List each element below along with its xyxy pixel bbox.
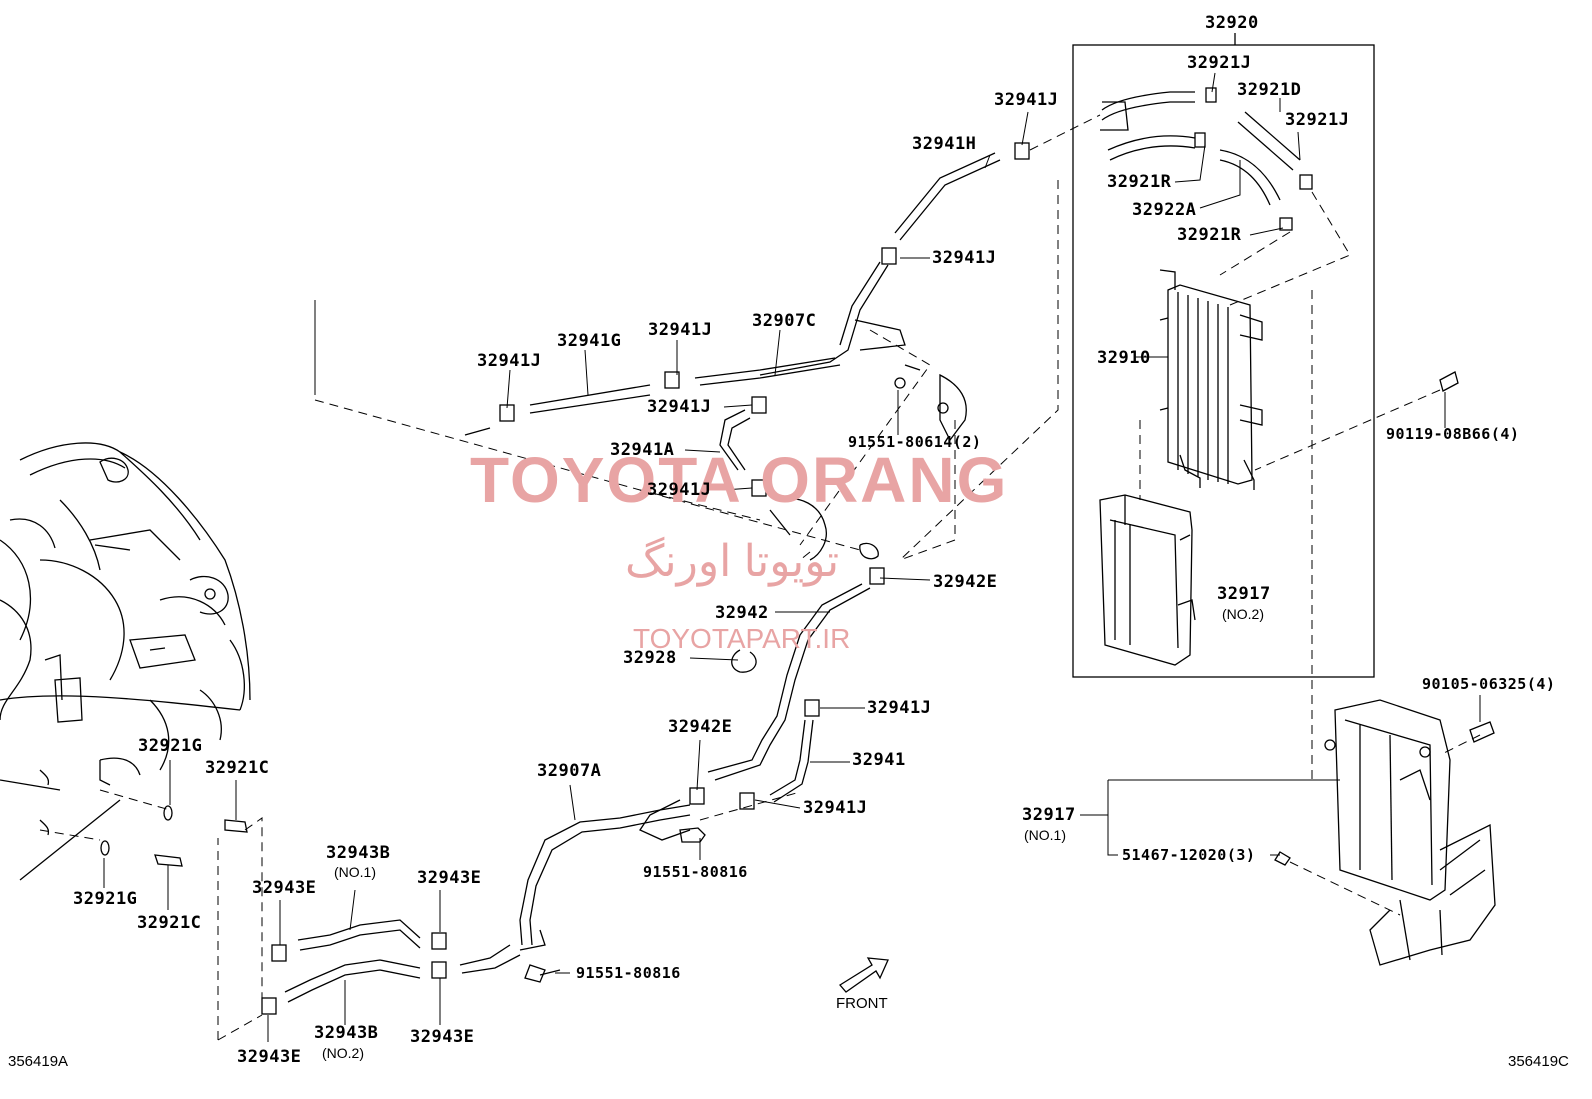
part-label-90105-06325[interactable]: 90105-06325(4) — [1422, 675, 1556, 693]
part-label-32941j-g[interactable]: 32941J — [648, 320, 713, 340]
part-label-32921r-lower[interactable]: 32921R — [1177, 225, 1242, 245]
part-label-51467-12020[interactable]: 51467-12020(3) — [1122, 846, 1256, 864]
part-label-32943b-no1[interactable]: 32943B — [326, 843, 391, 863]
part-label-32928[interactable]: 32928 — [623, 648, 677, 668]
front-direction-arrow-icon — [839, 957, 889, 993]
part-label-32920[interactable]: 32920 — [1205, 13, 1259, 33]
part-label-32921j-top[interactable]: 32921J — [1187, 53, 1252, 73]
part-label-32941j-d[interactable]: 32941J — [647, 480, 712, 500]
part-sublabel-32943b-no2: (NO.2) — [322, 1045, 364, 1061]
leader-lines — [103, 72, 1481, 1042]
part-label-32907a[interactable]: 32907A — [537, 761, 602, 781]
part-label-32941j-e[interactable]: 32941J — [867, 698, 932, 718]
part-label-32921c-upper[interactable]: 32921C — [205, 758, 270, 778]
part-label-32942[interactable]: 32942 — [715, 603, 769, 623]
part-label-32941j-f[interactable]: 32941J — [803, 798, 868, 818]
part-label-32942e-mid[interactable]: 32942E — [668, 717, 733, 737]
part-label-32943e-mid[interactable]: 32943E — [417, 868, 482, 888]
part-sublabel-32943b-no1: (NO.1) — [334, 864, 376, 880]
part-label-32910[interactable]: 32910 — [1097, 348, 1151, 368]
part-label-32941a[interactable]: 32941A — [610, 440, 675, 460]
diagram-code-left: 356419A — [8, 1053, 69, 1070]
watermark-site: TOYOTAPART.IR — [633, 623, 851, 654]
transmission-housing-drawing — [0, 442, 251, 881]
cooler-assembly-frame — [1072, 44, 1375, 678]
part-label-32941h[interactable]: 32941H — [912, 134, 977, 154]
part-label-32942e-top[interactable]: 32942E — [933, 572, 998, 592]
part-label-32921c-lower[interactable]: 32921C — [137, 913, 202, 933]
cooler-hoses-drawing — [1100, 87, 1313, 231]
cooler-pipes-drawing — [154, 142, 1495, 1015]
part-label-91551-80816-upper[interactable]: 91551-80816 — [643, 863, 748, 881]
part-label-91551-80614[interactable]: 91551-80614(2) — [848, 433, 982, 451]
part-label-32943e-bottom-left[interactable]: 32943E — [237, 1047, 302, 1067]
part-label-32941[interactable]: 32941 — [852, 750, 906, 770]
part-label-32941j-top[interactable]: 32941J — [994, 90, 1059, 110]
part-label-90119-08b66[interactable]: 90119-08B66(4) — [1386, 425, 1520, 443]
front-direction-label: FRONT — [836, 995, 888, 1012]
part-label-32941j-c[interactable]: 32941J — [647, 397, 712, 417]
part-label-91551-80816-lower[interactable]: 91551-80816 — [576, 964, 681, 982]
part-label-32921g-lower[interactable]: 32921G — [73, 889, 138, 909]
part-label-32922a[interactable]: 32922A — [1132, 200, 1197, 220]
part-label-32943e-bottom-mid[interactable]: 32943E — [410, 1027, 475, 1047]
part-label-32941j-mid[interactable]: 32941J — [932, 248, 997, 268]
o-rings-drawing — [100, 805, 173, 856]
part-sublabel-32917-no1: (NO.1) — [1024, 827, 1066, 843]
part-label-32921d[interactable]: 32921D — [1237, 80, 1302, 100]
part-label-32921r-upper[interactable]: 32921R — [1107, 172, 1172, 192]
dashed-reference-lines — [39, 114, 1481, 1041]
air-duct-32917-no2-drawing — [1099, 494, 1196, 666]
part-label-32941g[interactable]: 32941G — [557, 331, 622, 351]
watermark-brand: TOYOTA ORANG — [470, 444, 1009, 516]
air-duct-32917-no1-drawing — [1324, 699, 1496, 966]
part-label-32917-no2[interactable]: 32917 — [1217, 584, 1271, 604]
part-label-32921j-right[interactable]: 32921J — [1285, 110, 1350, 130]
oil-cooler-32910-drawing — [1159, 269, 1263, 490]
part-label-32921g-upper[interactable]: 32921G — [138, 736, 203, 756]
part-sublabel-32917-no2: (NO.2) — [1222, 606, 1264, 622]
watermark-persian: تویوتا اورنگ — [625, 537, 840, 586]
part-label-32943e-left[interactable]: 32943E — [252, 878, 317, 898]
diagram-code-right: 356419C — [1508, 1053, 1569, 1070]
part-label-32941j-left[interactable]: 32941J — [477, 351, 542, 371]
part-label-32943b-no2[interactable]: 32943B — [314, 1023, 379, 1043]
part-label-32907c[interactable]: 32907C — [752, 311, 817, 331]
part-label-32917-no1[interactable]: 32917 — [1022, 805, 1076, 825]
